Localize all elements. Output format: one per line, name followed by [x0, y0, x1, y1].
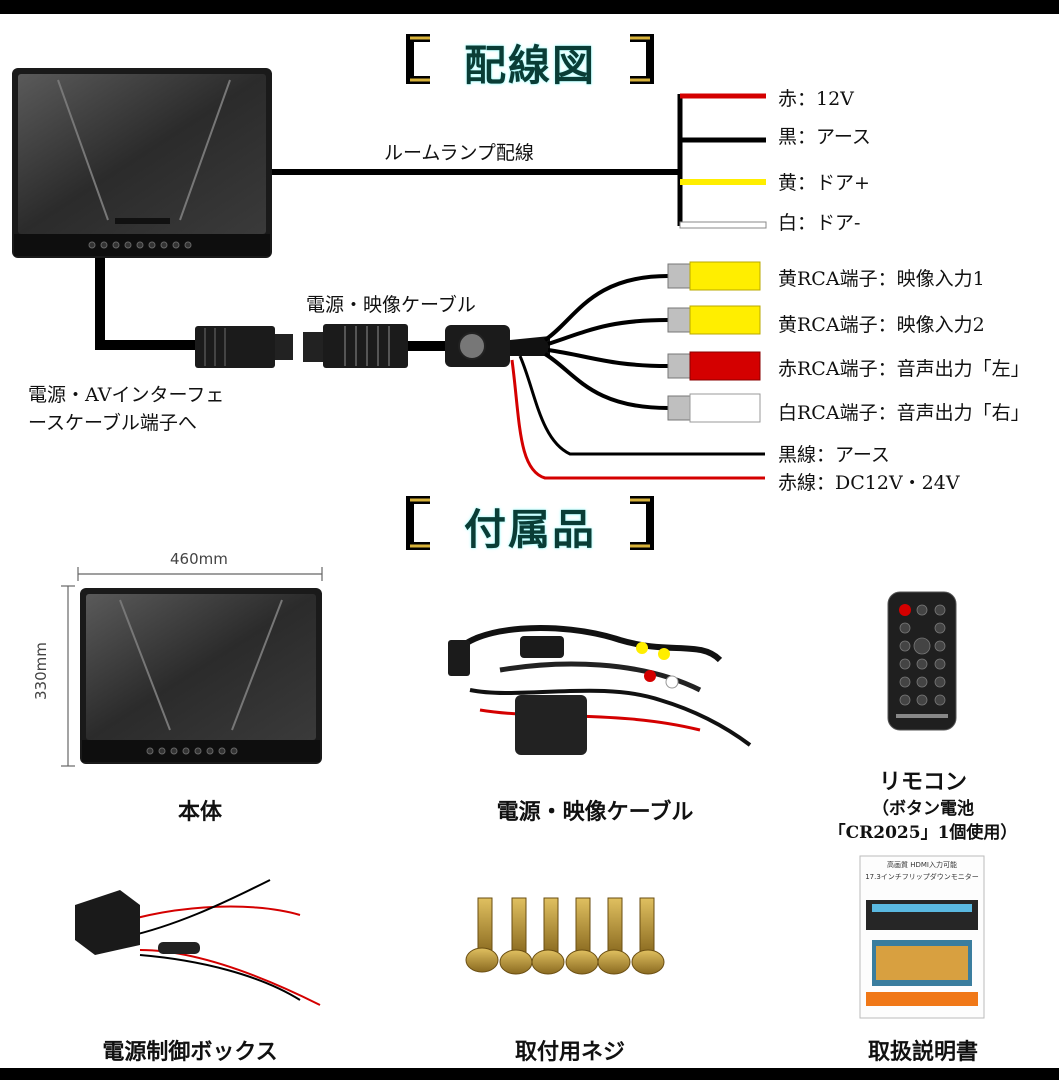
- room-lamp-cable-label: ルームランプ配線: [384, 142, 534, 164]
- bottom-border: [0, 1068, 1059, 1080]
- accessories-title-frame: [406, 496, 654, 550]
- wire-label-yellow: 黄：ドア+: [778, 172, 870, 194]
- wiring-title-text: 配線図: [463, 41, 596, 90]
- manual-illustration: [859, 855, 985, 1019]
- caption-remote-note1: （ボタン電池: [872, 799, 974, 819]
- wiring-title-frame: [406, 34, 654, 84]
- room-lamp-cable: [272, 93, 767, 229]
- screws-illustration: [465, 897, 665, 975]
- caption-manual: 取扱説明書: [867, 1039, 978, 1065]
- rca-label-white: 白RCA端子：音声出力「右」: [778, 402, 1030, 424]
- caption-body: 本体: [177, 799, 222, 825]
- wire-label-white: 白：ドア-: [778, 212, 861, 234]
- manual-cover-line1: 高画質 HDMI入力可能: [887, 861, 957, 869]
- rca-branches: [510, 274, 765, 480]
- wire-label-black: 黒：アース: [778, 126, 871, 148]
- caption-remote: リモコン: [878, 769, 967, 795]
- dimension-width: 460mm: [170, 550, 228, 568]
- control-box-illustration: [75, 879, 321, 1006]
- connector-label-line2: ースケーブル端子へ: [28, 412, 197, 434]
- top-border: [0, 0, 1059, 14]
- ground-wire-label: 黒線：アース: [778, 444, 890, 466]
- accessories-title-text: 付属品: [463, 505, 596, 554]
- wire-label-red: 赤：12V: [778, 88, 854, 110]
- dimension-lines: [61, 567, 323, 767]
- manual-cover-line2: 17.3インチフリップダウンモニター: [865, 873, 979, 881]
- rca-label-yellow-1: 黄RCA端子：映像入力1: [778, 268, 985, 290]
- power-av-cable: [95, 258, 550, 368]
- remote-control-illustration: [887, 591, 957, 731]
- cable-bundle-illustration: [448, 625, 752, 755]
- caption-power-cable: 電源・映像ケーブル: [496, 799, 694, 825]
- caption-remote-note2: 「CR2025」1個使用）: [828, 823, 1018, 843]
- caption-screws: 取付用ネジ: [514, 1039, 625, 1065]
- wiring-title: 配線図: [430, 30, 630, 94]
- connector-label-line1: 電源・AVインターフェ: [28, 384, 225, 406]
- dimension-height: 330mm: [32, 642, 50, 700]
- caption-control-box: 電源制御ボックス: [102, 1039, 278, 1065]
- rca-plugs: [667, 261, 761, 423]
- body-monitor-illustration: [80, 588, 322, 764]
- rca-label-red: 赤RCA端子：音声出力「左」: [778, 358, 1030, 380]
- rca-label-yellow-2: 黄RCA端子：映像入力2: [778, 314, 985, 336]
- power-wire-label: 赤線：DC12V・24V: [778, 472, 960, 494]
- power-cable-label: 電源・映像ケーブル: [306, 294, 476, 316]
- accessories-title: 付属品: [430, 494, 630, 558]
- monitor-illustration: [12, 68, 272, 258]
